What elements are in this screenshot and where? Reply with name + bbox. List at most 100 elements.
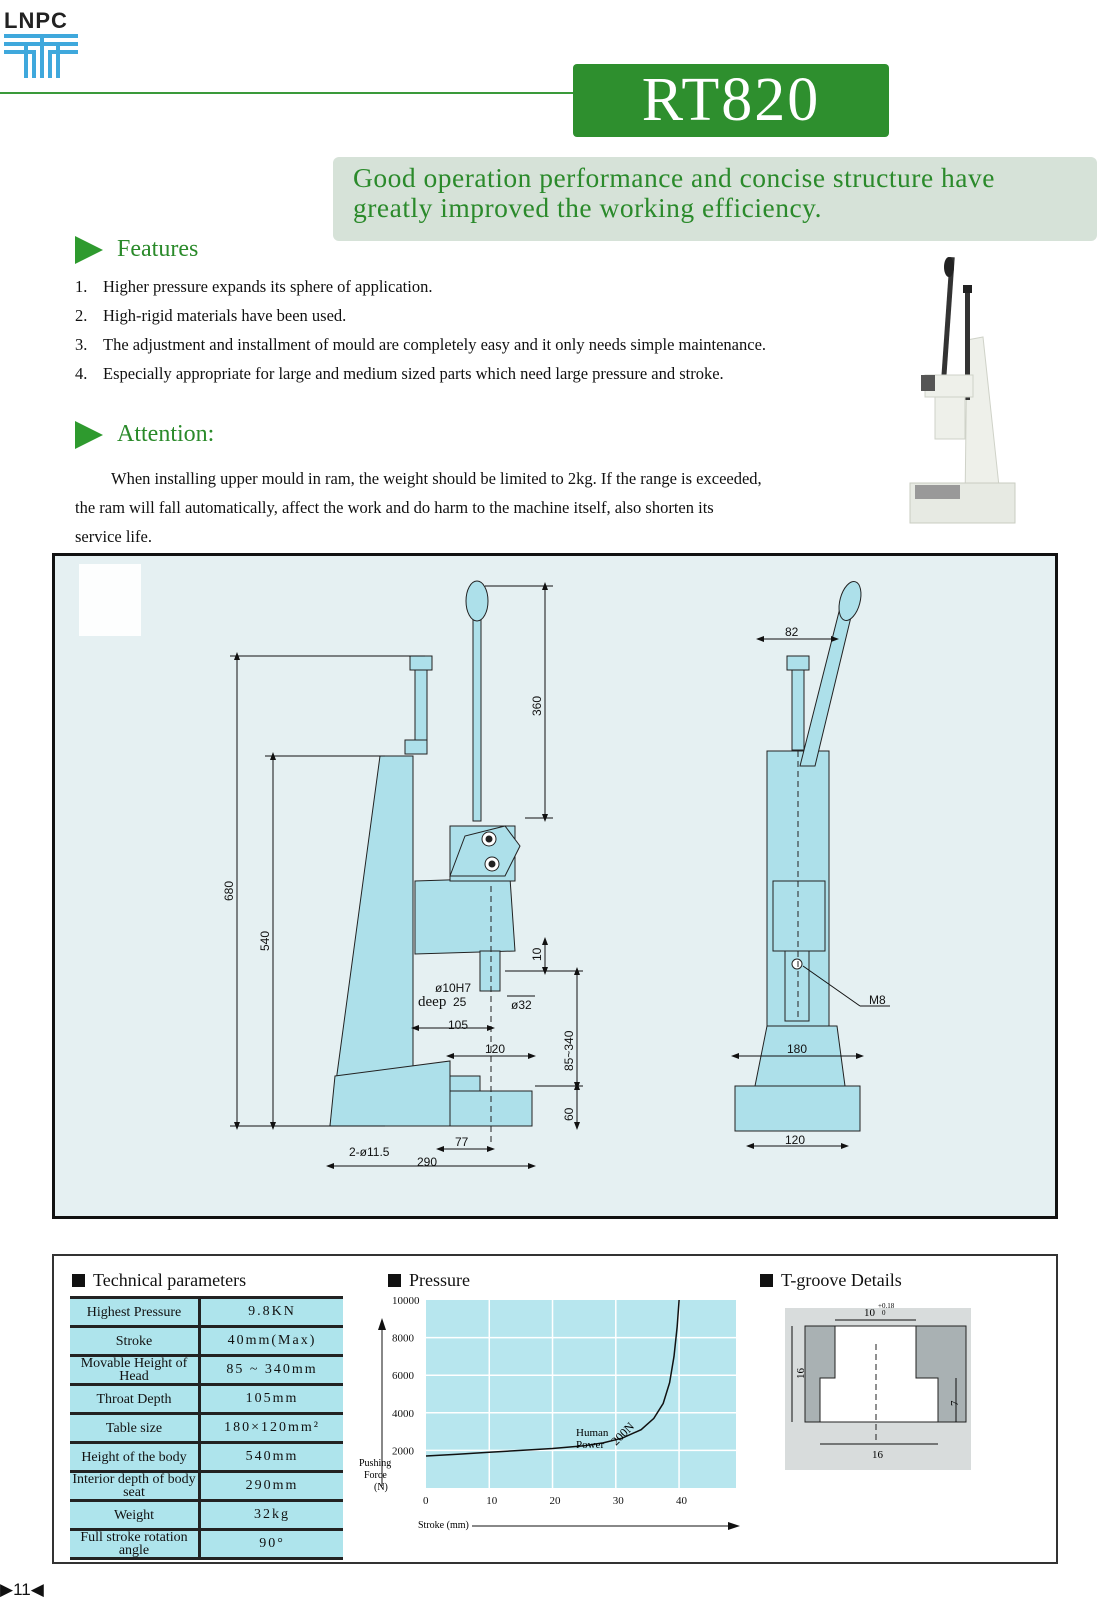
y-tick-label: 6000 [392,1370,415,1382]
technical-drawing: 680 540 360 10 85~340 60 ø10H7 deep 25 ø… [52,553,1058,1219]
arrow-right-icon [75,421,103,450]
dim-bore: ø10H7 [435,981,471,995]
dim-deep: deep [418,994,446,1010]
attention-line: the ram will fall automatically, affect … [75,498,714,517]
watermark-logo [79,564,141,636]
tgroove-right-dim: 7 [949,1400,961,1406]
x-tick-label: 30 [613,1495,625,1507]
item-number: 1. [75,277,88,296]
item-text: Higher pressure expands its sphere of ap… [103,277,433,296]
y-tick-label: 10000 [392,1295,420,1307]
square-bullet-icon [388,1274,401,1287]
attention-line: service life. [75,527,152,546]
tgroove-diagram: 10 +0.18 0 16 7 16 [785,1302,971,1470]
list-item: 1. Higher pressure expands its sphere of … [75,272,766,301]
tagline-line-1: Good operation performance and concise s… [353,162,995,193]
item-number: 3. [75,335,88,354]
y-tick-label: 2000 [392,1445,415,1457]
dimension-labels: 680 540 360 10 85~340 60 ø10H7 deep 25 ø… [222,625,886,1169]
param-name: Weight [70,1499,200,1530]
dim-120b: 120 [785,1133,805,1147]
param-value: 105mm [198,1383,343,1414]
tech-params-title: Technical parameters [93,1270,247,1290]
page-number-value: 11 [13,1580,31,1599]
dim-32: ø32 [511,998,532,1012]
param-value: 85 ~ 340mm [198,1354,343,1385]
dim-85-340: 85~340 [562,1030,576,1071]
dim-10: 10 [530,947,544,961]
dim-77: 77 [455,1135,469,1149]
square-bullet-icon [760,1274,773,1287]
pressure-title: Pressure [409,1270,470,1290]
param-name: Table size [70,1412,200,1443]
brand-logo-text: LNPC [4,8,68,33]
dim-60: 60 [562,1107,576,1121]
param-name: Stroke [70,1325,200,1356]
annotation-power: Power [576,1439,604,1451]
item-number: 2. [75,306,88,325]
tgroove-tolerance: +0.18 [878,1302,895,1310]
dim-82: 82 [785,625,799,639]
dim-m8: M8 [869,993,886,1007]
tgroove-left-dim: 16 [795,1368,807,1380]
x-label: Stroke (mm) [418,1520,469,1531]
param-name: Full stroke rotation angle [70,1528,200,1560]
item-number: 4. [75,364,88,383]
param-name: Throat Depth [70,1383,200,1414]
attention-heading: Attention: [75,421,215,450]
dim-290: 290 [417,1155,437,1169]
dim-180: 180 [787,1042,807,1056]
param-value: 32kg [198,1499,343,1530]
item-text: High-rigid materials have been used. [103,306,347,325]
pressure-heading: Pressure [388,1270,470,1291]
dim-105: 105 [448,1018,468,1032]
product-photo [909,257,1016,524]
arrow-right-icon [75,236,103,265]
plot-area [426,1300,736,1488]
y-label-line-3: (N) [374,1482,388,1493]
annotation-human: Human [576,1427,609,1439]
arrow-right-icon: ▶ [0,1580,14,1599]
param-name: Highest Pressure [70,1296,200,1327]
dim-360: 360 [530,696,544,716]
tgroove-top-dim: 10 [864,1307,876,1319]
attention-line: When installing upper mould in ram, the … [111,469,762,488]
param-value: 180×120mm² [198,1412,343,1443]
param-value: 40mm(Max) [198,1325,343,1356]
header-rule [0,92,580,94]
y-label-line-1: Pushing [359,1458,391,1469]
tech-params-heading: Technical parameters [72,1270,246,1291]
tgroove-title: T-groove Details [781,1270,902,1290]
features-heading: Features [75,236,199,265]
tagline-banner: Good operation performance and concise s… [333,157,1097,241]
param-value: 290mm [198,1470,343,1501]
dim-holes: 2-ø11.5 [349,1145,390,1159]
y-tick-label: 8000 [392,1333,415,1345]
item-text: Especially appropriate for large and med… [103,364,724,383]
attention-text: When installing upper mould in ram, the … [75,464,855,551]
model-title: RT820 [573,64,889,137]
attention-title: Attention: [117,421,215,447]
param-value: 90° [198,1528,343,1560]
param-value: 540mm [198,1441,343,1472]
brand-logo-icon [4,34,78,78]
tagline-line-2: greatly improved the working efficiency. [353,192,823,223]
tgroove-tolerance-zero: 0 [882,1309,886,1317]
param-name: Interior depth of body seat [70,1470,200,1501]
dim-deep-value: 25 [453,995,467,1009]
features-title: Features [117,236,199,262]
y-label-line-2: Force [364,1470,387,1481]
arrow-up-icon [378,1318,386,1330]
y-tick-label: 4000 [392,1408,415,1420]
